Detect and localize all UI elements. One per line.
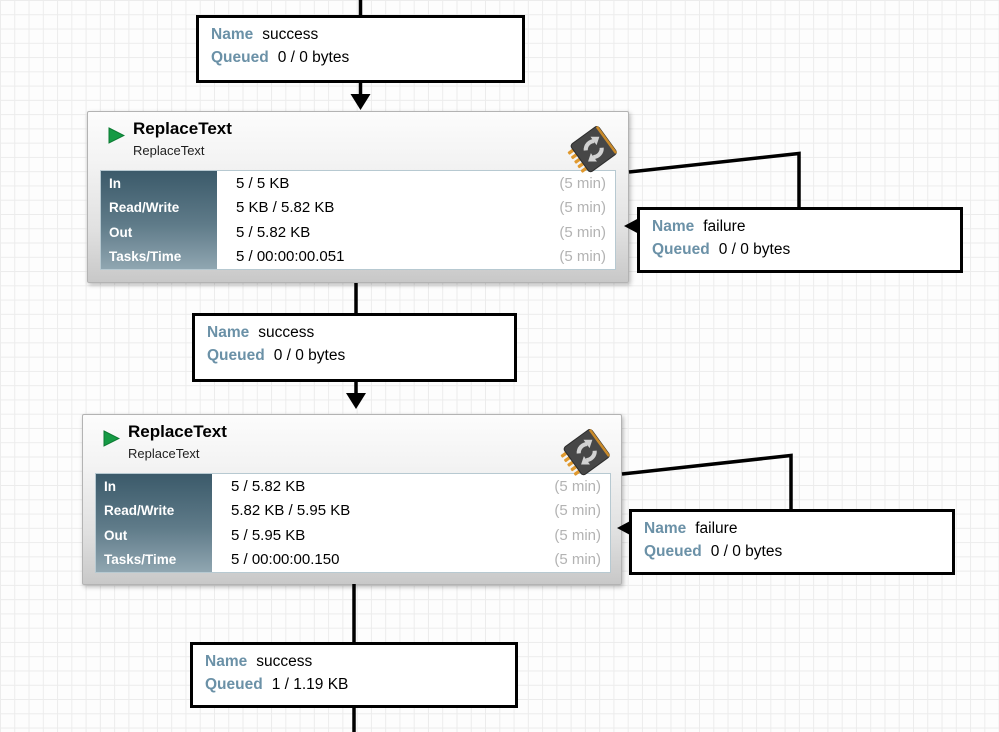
stat-row: 5 KB / 5.82 KB (5 min) xyxy=(217,196,615,221)
running-status-icon xyxy=(103,430,120,447)
connection-name-value: failure xyxy=(703,218,746,235)
connection-queued-value: 1 / 1.19 KB xyxy=(271,676,349,693)
name-key-label: Name xyxy=(644,520,687,537)
stat-row: 5 / 5.95 KB (5 min) xyxy=(212,523,610,548)
stat-key: In xyxy=(104,478,116,494)
connection-name-row: Name success xyxy=(207,324,502,342)
stat-window: (5 min) xyxy=(554,551,601,569)
connection-name-row: Name failure xyxy=(644,520,940,538)
connection-name-value: success xyxy=(262,26,319,43)
connection-queued-row: Queued 0 / 0 bytes xyxy=(207,347,502,365)
queued-key-label: Queued xyxy=(644,543,702,560)
stat-row: 5 / 5.82 KB (5 min) xyxy=(217,220,615,245)
connection-label-failure-2[interactable]: Name failure Queued 0 / 0 bytes xyxy=(629,509,955,575)
connection-name-value: failure xyxy=(695,520,738,537)
stat-row: 5 / 5.82 KB (5 min) xyxy=(212,474,610,499)
stat-row: 5 / 00:00:00.051 (5 min) xyxy=(217,245,615,270)
stat-value: 5 / 5.95 KB xyxy=(231,526,306,544)
stat-window: (5 min) xyxy=(554,526,601,544)
stat-key: Out xyxy=(109,224,133,240)
stat-key: Read/Write xyxy=(104,503,175,519)
stat-value: 5.82 KB / 5.95 KB xyxy=(231,502,351,520)
connection-name-value: success xyxy=(256,653,313,670)
stats-value-column: 5 / 5 KB (5 min) 5 KB / 5.82 KB (5 min) 5 … xyxy=(217,171,615,269)
stat-window: (5 min) xyxy=(559,248,606,266)
processor-chip-icon xyxy=(560,429,610,476)
processor-title: ReplaceText xyxy=(128,422,227,441)
processor-stats-table: In Read/Write Out Tasks/Time 5 / 5.82 KB… xyxy=(95,473,611,573)
queued-key-label: Queued xyxy=(652,241,710,258)
stats-key-column: In Read/Write Out Tasks/Time xyxy=(96,474,212,572)
stat-window: (5 min) xyxy=(559,223,606,241)
stats-key-column: In Read/Write Out Tasks/Time xyxy=(101,171,217,269)
connection-label-failure-1[interactable]: Name failure Queued 0 / 0 bytes xyxy=(637,207,963,273)
connection-name-row: Name failure xyxy=(652,218,948,236)
stat-row: 5.82 KB / 5.95 KB (5 min) xyxy=(212,499,610,524)
connection-queued-row: Queued 1 / 1.19 KB xyxy=(205,676,503,694)
stat-key: Read/Write xyxy=(109,200,180,216)
connection-line-failure-1[interactable] xyxy=(628,151,801,210)
connection-name-row: Name success xyxy=(211,26,510,44)
queued-key-label: Queued xyxy=(211,49,269,66)
connection-queued-row: Queued 0 / 0 bytes xyxy=(211,49,510,67)
queued-key-label: Queued xyxy=(205,676,263,693)
name-key-label: Name xyxy=(652,218,695,235)
connection-queued-value: 0 / 0 bytes xyxy=(277,49,350,66)
connection-name-value: success xyxy=(258,324,315,341)
connection-queued-value: 0 / 0 bytes xyxy=(710,543,783,560)
stat-window: (5 min) xyxy=(559,174,606,192)
arrowhead-down-2 xyxy=(346,393,366,409)
stat-row: 5 / 00:00:00.150 (5 min) xyxy=(212,548,610,573)
processor-title: ReplaceText xyxy=(133,119,232,138)
connection-name-row: Name success xyxy=(205,653,503,671)
connection-label-success-3[interactable]: Name success Queued 1 / 1.19 KB xyxy=(190,642,518,708)
stat-key: Out xyxy=(104,527,128,543)
stat-window: (5 min) xyxy=(559,199,606,217)
stat-key: In xyxy=(109,175,121,191)
connection-line-failure-2[interactable] xyxy=(621,453,793,512)
stat-key: Tasks/Time xyxy=(109,249,182,265)
stat-value: 5 / 5 KB xyxy=(236,174,290,192)
stat-value: 5 / 5.82 KB xyxy=(231,477,306,495)
stat-value: 5 / 00:00:00.150 xyxy=(231,551,340,569)
connection-queued-row: Queued 0 / 0 bytes xyxy=(652,241,948,259)
connection-queued-value: 0 / 0 bytes xyxy=(718,241,791,258)
stat-row: 5 / 5 KB (5 min) xyxy=(217,171,615,196)
stat-value: 5 / 00:00:00.051 xyxy=(236,248,345,266)
name-key-label: Name xyxy=(205,653,248,670)
connection-queued-row: Queued 0 / 0 bytes xyxy=(644,543,940,561)
queued-key-label: Queued xyxy=(207,347,265,364)
running-status-icon xyxy=(108,127,125,144)
stat-window: (5 min) xyxy=(554,477,601,495)
connection-label-success-2[interactable]: Name success Queued 0 / 0 bytes xyxy=(192,313,517,382)
stat-value: 5 / 5.82 KB xyxy=(236,223,311,241)
name-key-label: Name xyxy=(211,26,254,43)
processor-replacetext-2[interactable]: ReplaceText ReplaceText In Read/Write xyxy=(82,414,622,585)
processor-chip-icon xyxy=(567,126,617,173)
stat-key: Tasks/Time xyxy=(104,552,177,568)
name-key-label: Name xyxy=(207,324,250,341)
connection-queued-value: 0 / 0 bytes xyxy=(273,347,346,364)
stat-value: 5 KB / 5.82 KB xyxy=(236,199,335,217)
processor-replacetext-1[interactable]: ReplaceText ReplaceText In Read/Write xyxy=(87,111,629,283)
arrowhead-down-1 xyxy=(350,94,371,110)
stat-window: (5 min) xyxy=(554,502,601,520)
processor-stats-table: In Read/Write Out Tasks/Time 5 / 5 KB (5 … xyxy=(100,170,616,270)
connection-label-success-1[interactable]: Name success Queued 0 / 0 bytes xyxy=(196,15,525,83)
processor-type-label: ReplaceText xyxy=(128,446,200,461)
stats-value-column: 5 / 5.82 KB (5 min) 5.82 KB / 5.95 KB (5 m… xyxy=(212,474,610,572)
processor-type-label: ReplaceText xyxy=(133,143,205,158)
